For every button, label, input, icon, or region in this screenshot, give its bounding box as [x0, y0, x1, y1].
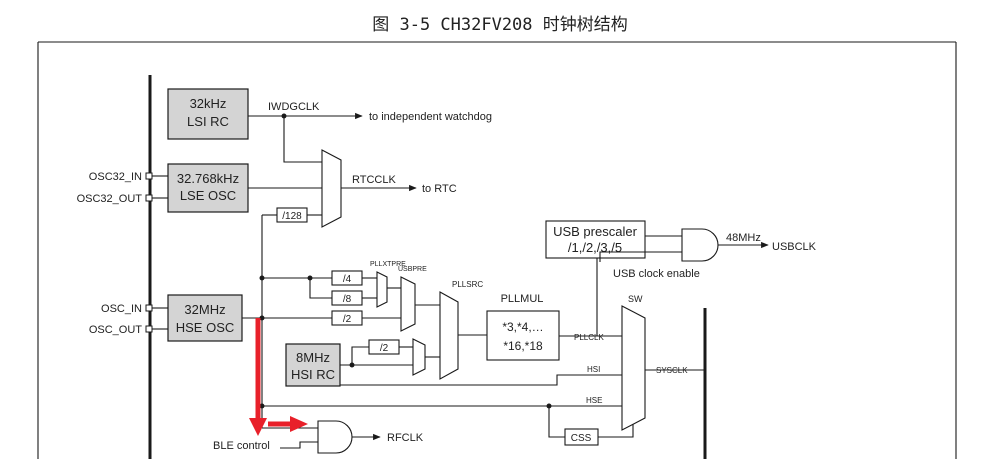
usbpre-mux: [400, 276, 416, 332]
svg-text:/4: /4: [343, 274, 352, 285]
figure-caption: 图 3-5 CH32FV208 时钟树结构: [372, 15, 628, 35]
div2-hse-box: /2: [331, 310, 363, 326]
div8-box: /8: [331, 290, 363, 306]
pllsrc-label: PLLSRC: [452, 280, 483, 289]
pin-osc32-in: OSC32_IN: [89, 171, 142, 183]
pllsrc-mux: [439, 291, 459, 380]
svg-text:CSS: CSS: [571, 433, 592, 444]
sysclk-label: SYSCLK: [656, 366, 688, 375]
svg-text:HSI RC: HSI RC: [291, 367, 335, 382]
rtc-dest: to RTC: [422, 183, 457, 195]
rfclk-label: RFCLK: [387, 432, 424, 444]
pllmul-box: PLLMUL *3,*4,… *16,*18: [486, 293, 560, 361]
rtc-mux: [321, 149, 342, 228]
pin-osc-out: OSC_OUT: [89, 324, 142, 336]
svg-text:32MHz: 32MHz: [184, 302, 225, 317]
css-box: CSS: [564, 428, 599, 446]
svg-text:/8: /8: [343, 294, 352, 305]
rf-and-gate: [317, 420, 353, 454]
usb-48mhz: 48MHz: [726, 232, 761, 244]
usb-and-gate: [681, 228, 719, 262]
svg-text:*3,*4,…: *3,*4,…: [502, 320, 543, 334]
div128-box: /128: [276, 207, 308, 223]
pin-osc32-out: OSC32_OUT: [77, 193, 143, 205]
iwdgclk-label: IWDGCLK: [268, 101, 320, 113]
lse-osc-box: 32.768kHz LSE OSC: [167, 163, 249, 213]
svg-text:/1,/2,/3,/5: /1,/2,/3,/5: [568, 240, 622, 255]
red-highlight-arrows: [249, 318, 308, 436]
svg-text:/2: /2: [343, 314, 352, 325]
hse-label: HSE: [586, 396, 602, 405]
svg-text:32.768kHz: 32.768kHz: [177, 171, 239, 186]
svg-text:32kHz: 32kHz: [190, 96, 227, 111]
red-arrow-right-head: [290, 416, 308, 432]
usb-enable-label: USB clock enable: [613, 268, 700, 280]
hsi-label: HSI: [587, 365, 600, 374]
osc-pins: OSC_IN OSC_OUT: [89, 303, 168, 336]
ble-control-label: BLE control: [213, 440, 270, 452]
hsi-pre-mux: [412, 338, 426, 376]
usbpre-label: USBPRE: [398, 266, 427, 273]
red-arrow-down-head: [249, 418, 267, 436]
pllclk-label: PLLCLK: [574, 333, 604, 342]
div4-box: /4: [331, 270, 363, 286]
pllxtpre-label: PLLXTPRE: [370, 261, 406, 268]
pin-osc-in: OSC_IN: [101, 303, 142, 315]
pllmul-label: PLLMUL: [501, 293, 544, 305]
rtcclk-label: RTCCLK: [352, 174, 396, 186]
svg-text:LSE OSC: LSE OSC: [180, 188, 236, 203]
hse-osc-box: 32MHz HSE OSC: [167, 294, 243, 342]
iwdg-path: IWDGCLK to independent watchdog: [248, 101, 492, 163]
svg-text:*16,*18: *16,*18: [503, 339, 543, 353]
svg-text:/128: /128: [282, 211, 302, 222]
watchdog-dest: to independent watchdog: [369, 111, 492, 123]
sw-label: SW: [628, 294, 643, 304]
svg-text:/2: /2: [380, 343, 389, 354]
pllxtpre-mux: [376, 271, 388, 308]
sw-mux: [621, 305, 646, 431]
osc32-pins: OSC32_IN OSC32_OUT: [77, 171, 168, 205]
svg-text:HSE OSC: HSE OSC: [176, 320, 235, 335]
lsi-rc-box: 32kHz LSI RC: [167, 88, 249, 140]
hsi-rc-box: 8MHz HSI RC: [285, 343, 341, 387]
svg-text:LSI RC: LSI RC: [187, 114, 229, 129]
usbclk-label: USBCLK: [772, 241, 817, 253]
svg-text:USB prescaler: USB prescaler: [553, 224, 637, 239]
div2-hsi-box: /2: [368, 339, 400, 355]
svg-text:8MHz: 8MHz: [296, 350, 330, 365]
